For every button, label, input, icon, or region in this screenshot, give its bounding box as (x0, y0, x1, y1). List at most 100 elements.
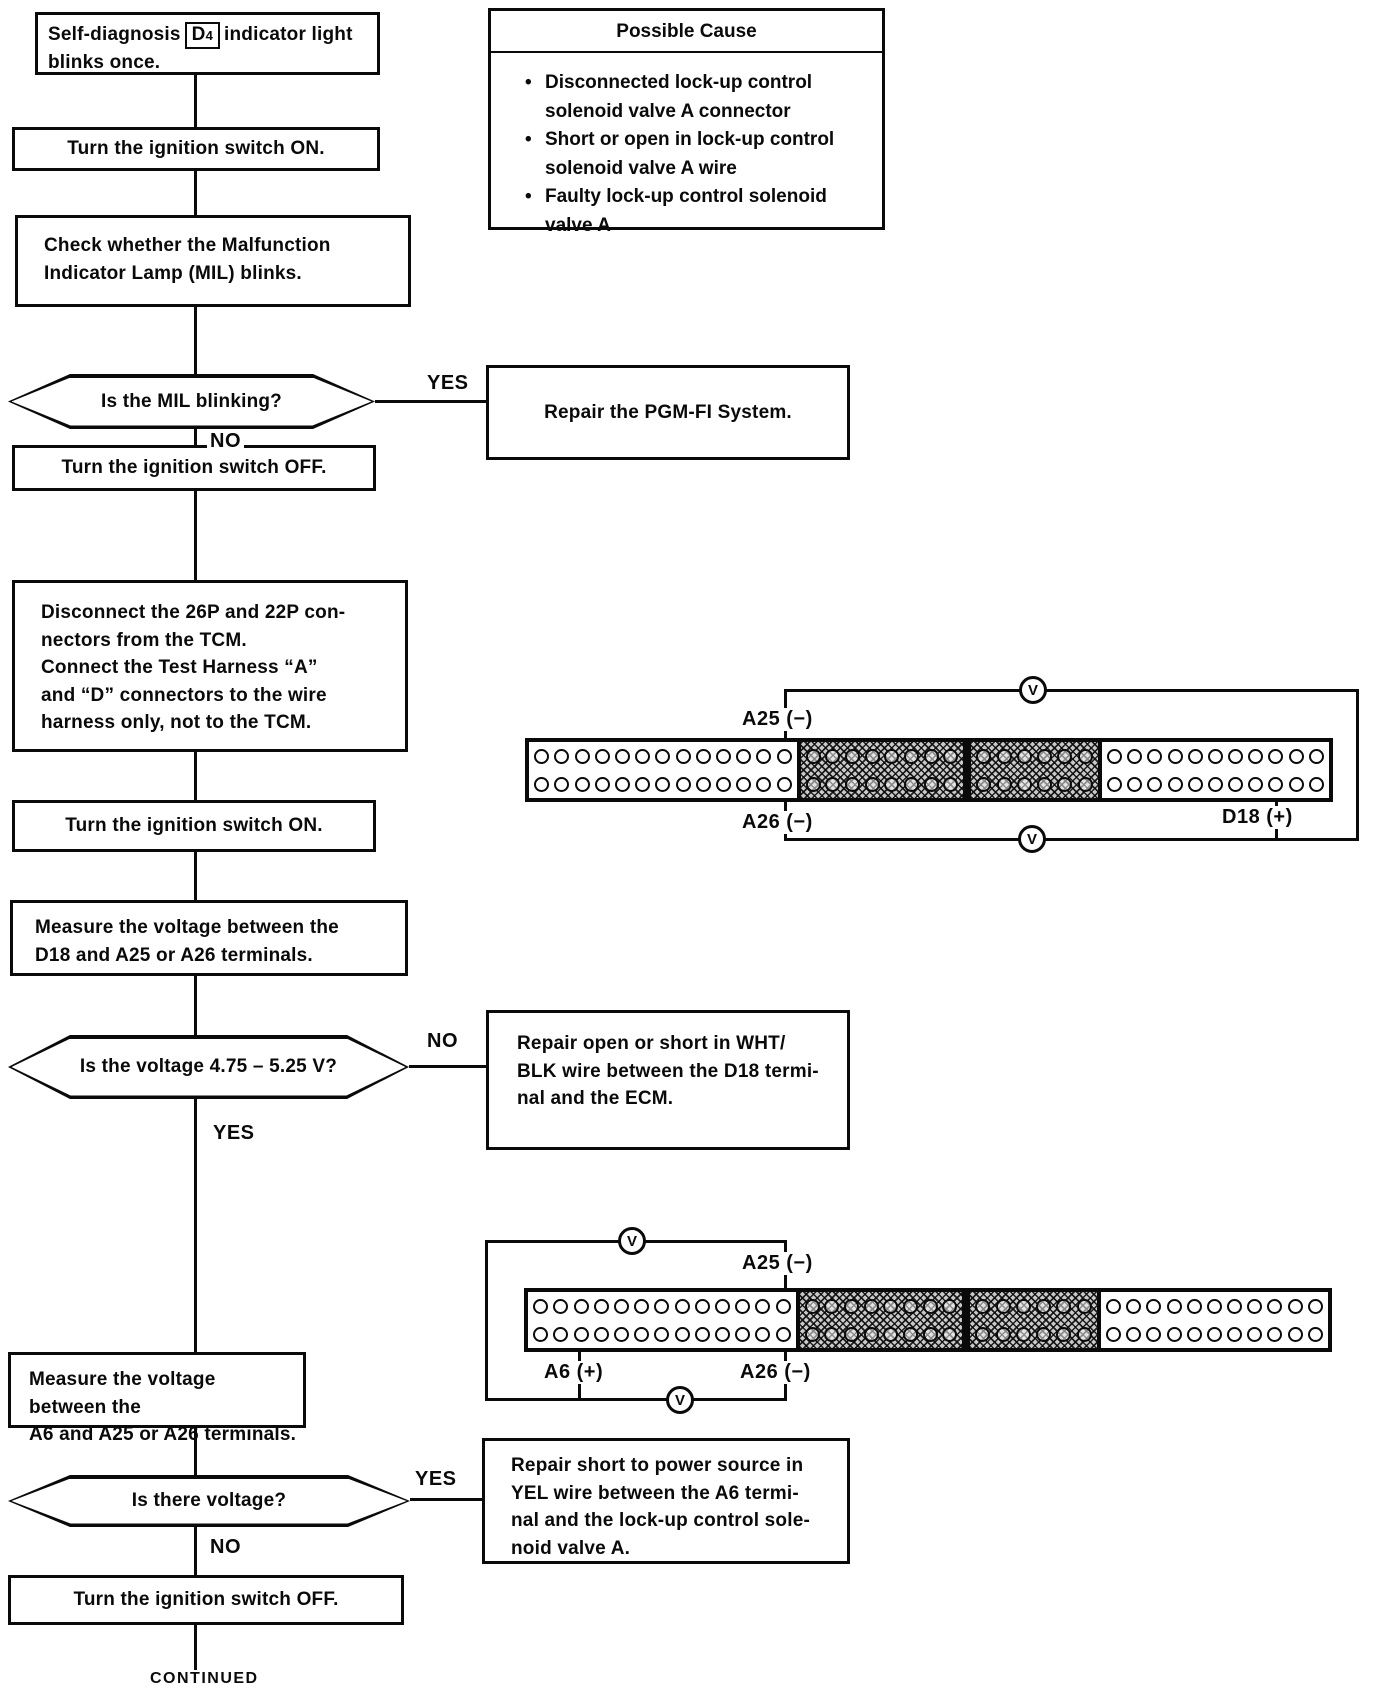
connector-pin (654, 1326, 670, 1342)
connector-pin (883, 1298, 899, 1314)
connector-pin (1037, 748, 1053, 764)
flow-line-yes-1 (375, 400, 486, 403)
connector-pin (863, 1298, 879, 1314)
step-ignition-on-2: Turn the ignition switch ON. (12, 800, 376, 852)
step-ignition-off-1: Turn the ignition switch OFF. (12, 445, 376, 491)
possible-cause-item: • Faulty lock-up control solenoid valve … (525, 183, 866, 240)
connector-pin-row (970, 1320, 1097, 1348)
connector-pin (776, 776, 792, 792)
step-text: Disconnect the 26P and 22P con- nectors … (41, 602, 346, 734)
start-text-prefix: Self-diagnosis (48, 24, 181, 45)
terminal-leader-a25 (784, 729, 787, 738)
connector-pin (533, 1326, 549, 1342)
connector-pin (923, 776, 939, 792)
connector-pin (1287, 1326, 1303, 1342)
probe-wire (786, 689, 1359, 692)
step-ignition-on-1: Turn the ignition switch ON. (12, 127, 380, 171)
connector-pin (1146, 1326, 1162, 1342)
flow-line-continued (194, 1624, 197, 1670)
connector-pin (805, 748, 821, 764)
terminal-label-a25: A25 (−) (740, 708, 815, 731)
connector-pin-row (1102, 742, 1329, 770)
connector-pin (1287, 1298, 1303, 1314)
connector-pin (1248, 776, 1264, 792)
terminal-leader-a26 (784, 802, 787, 812)
action-text: Repair short to power source in YEL wire… (511, 1455, 811, 1559)
connector-pin (1288, 748, 1304, 764)
connector-pin (593, 1326, 609, 1342)
connector-pin (804, 1326, 820, 1342)
connector-pin (735, 1298, 751, 1314)
connector-pin (715, 1326, 731, 1342)
no-label: NO (207, 1536, 244, 1559)
connector-pin (1016, 748, 1032, 764)
flow-line-yes-3 (410, 1498, 482, 1501)
connector-pin (553, 1326, 569, 1342)
step-ignition-off-2: Turn the ignition switch OFF. (8, 1575, 404, 1625)
possible-cause-list: • Disconnected lock-up control solenoid … (491, 53, 882, 250)
flow-line-yes-2 (194, 1098, 197, 1352)
connector-pin-row (1101, 1292, 1328, 1320)
connector-pin (614, 1298, 630, 1314)
step-text: Turn the ignition switch OFF. (61, 457, 327, 479)
connector-pin (534, 748, 550, 764)
connector-pin (756, 776, 772, 792)
connector-pin (1077, 776, 1093, 792)
connector-pin (976, 748, 992, 764)
connector-pin (1126, 1326, 1142, 1342)
connector-pin (1036, 1298, 1052, 1314)
connector-pin (943, 748, 959, 764)
possible-cause-text: Short or open in lock-up control solenoi… (545, 129, 835, 179)
step-text: Turn the ignition switch ON. (65, 815, 323, 837)
d4-indicator-badge: D4 (184, 22, 221, 49)
connector-pin-row (529, 742, 797, 770)
flow-line (194, 75, 197, 127)
connector-pin (1015, 1326, 1031, 1342)
step-disconnect-tcm: Disconnect the 26P and 22P con- nectors … (12, 580, 408, 752)
terminal-label-a26: A26 (−) (738, 1361, 813, 1384)
connector-pin (805, 776, 821, 792)
bullet-icon: • (525, 186, 532, 207)
connector-section-open (1102, 742, 1329, 798)
connector-pin (1056, 1298, 1072, 1314)
connector-pin (674, 1298, 690, 1314)
decision-text: Is the MIL blinking? (101, 390, 282, 412)
connector-pin (694, 1326, 710, 1342)
flow-line (194, 1427, 197, 1475)
connector-pin (755, 1326, 771, 1342)
terminal-leader-d18 (1275, 825, 1278, 841)
connector-pin (615, 776, 631, 792)
connector-pin-row (801, 770, 963, 798)
yes-label: YES (210, 1122, 258, 1145)
step-text: Check whether the Malfunction Indicator … (44, 235, 331, 284)
connector-pin (635, 776, 651, 792)
connector-pin (1207, 776, 1223, 792)
step-text: Measure the voltage between the D18 and … (35, 917, 339, 966)
connector-pin (1227, 1326, 1243, 1342)
terminal-leader-a25 (784, 1273, 787, 1288)
connector-pin (943, 776, 959, 792)
connector-pin (674, 1326, 690, 1342)
connector-pin-row (971, 742, 1098, 770)
connector-pin (1248, 748, 1264, 764)
connector-pin (716, 776, 732, 792)
terminal-label-d18: D18 (+) (1220, 806, 1295, 829)
connector-pin (775, 1298, 791, 1314)
connector-section-open (1101, 1292, 1328, 1348)
connector-pin (995, 1326, 1011, 1342)
possible-cause-title: Possible Cause (491, 11, 882, 53)
connector-pin-row (1101, 1320, 1328, 1348)
connector-pin (1247, 1326, 1263, 1342)
connector-section-shaded (966, 1292, 1101, 1348)
probe-wire (485, 1398, 786, 1401)
possible-cause-item: • Disconnected lock-up control solenoid … (525, 69, 866, 126)
connector-pin (1267, 1326, 1283, 1342)
connector-pin (1308, 748, 1324, 764)
possible-cause-item: • Short or open in lock-up control solen… (525, 126, 866, 183)
connector-pin (922, 1326, 938, 1342)
terminal-leader-a6 (578, 1352, 581, 1363)
connector-pin (675, 776, 691, 792)
connector-pin (554, 748, 570, 764)
connector-pin (923, 748, 939, 764)
